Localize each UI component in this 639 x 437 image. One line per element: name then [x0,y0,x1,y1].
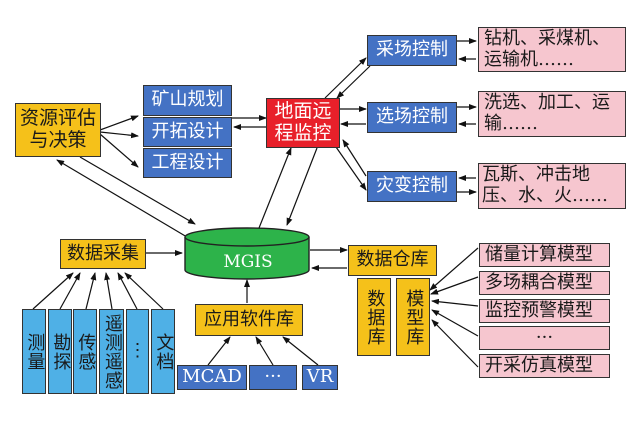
model-reserve-calculation[interactable]: 储量计算模型 [479,243,610,267]
arrow-eval-to-mgis [79,156,196,225]
arrow-coupling-model-to-lib [430,276,479,295]
mining-equipment-box[interactable]: 钻机、采煤机、运输机…… [478,27,626,72]
source-exploration[interactable]: 勘探 [48,309,72,394]
arrow-doc-to-collection [124,272,164,310]
model-library-box[interactable]: 模型库 [396,278,430,356]
arrow-dots-to-applib [255,336,274,366]
hazard-box[interactable]: 瓦斯、冲击地压、水、火…… [478,163,626,209]
arrow-monitor-to-mgis [286,147,318,226]
model-monitoring-warning[interactable]: 监控预警模型 [479,299,610,323]
source-more[interactable]: ⋮ [126,309,149,394]
model-more[interactable]: ··· [479,326,610,350]
arrow-eval-to-engineering [99,133,139,168]
arrow-remote-to-collection [104,272,113,310]
app-more[interactable]: ··· [249,365,297,390]
arrow-disaster-control-to-monitor [342,139,367,177]
app-software-library-box[interactable]: 应用软件库 [195,304,303,336]
arrow-dots-to-collection [117,272,138,310]
processing-box[interactable]: 洗选、加工、运输…… [478,91,626,137]
disaster-control-box[interactable]: 灾变控制 [367,171,457,202]
mining-control-box[interactable]: 采场控制 [367,35,457,66]
arrow-survey-to-collection [32,272,74,310]
arrow-mgis-to-monitor [258,147,292,229]
arrow-reserve-model-to-lib [429,247,479,291]
remote-monitoring-box[interactable]: 地面远程监控 [266,98,340,148]
arrow-sensor-to-collection [85,272,97,310]
arrow-mcad-to-applib [207,336,231,366]
arrow-dots-model-to-lib [431,309,479,337]
source-documents[interactable]: 文档 [151,309,175,394]
arrow-monitor-to-disaster-control [335,146,367,191]
development-design-box[interactable]: 开拓设计 [143,117,232,147]
arrow-vr-to-applib [282,336,319,366]
arrow-warning-model-to-lib [431,298,479,307]
arrow-eval-to-design [99,131,139,139]
arrow-explore-to-collection [59,272,81,310]
engineering-design-box[interactable]: 工程设计 [143,148,232,178]
model-multifield-coupling[interactable]: 多场耦合模型 [479,271,610,295]
source-remote-sensing[interactable]: 遥测遥感 [99,309,124,394]
arrow-monitor-to-mining-control [324,57,367,99]
arrow-sim-model-to-lib [431,319,479,368]
app-vr[interactable]: VR [302,365,338,390]
source-survey[interactable]: 测量 [22,309,46,394]
database-box[interactable]: 数据库 [357,278,391,356]
mgis-label: MGIS [223,252,273,273]
source-sensing[interactable]: 传感 [73,309,97,394]
resource-evaluation-box[interactable]: 资源评估与决策 [15,103,101,157]
app-mcad[interactable]: MCAD [177,365,247,390]
arrow-mgis-to-eval [56,159,193,241]
data-collection-box[interactable]: 数据采集 [60,239,146,269]
arrow-mining-control-to-monitor [336,65,371,99]
arrow-eval-to-planning [99,115,139,131]
mgis-database-cylinder[interactable] [184,227,310,280]
model-mining-simulation[interactable]: 开采仿真模型 [479,354,610,378]
sorting-control-box[interactable]: 选场控制 [367,102,457,133]
data-warehouse-box[interactable]: 数据仓库 [348,245,437,276]
mine-planning-box[interactable]: 矿山规划 [143,85,232,116]
